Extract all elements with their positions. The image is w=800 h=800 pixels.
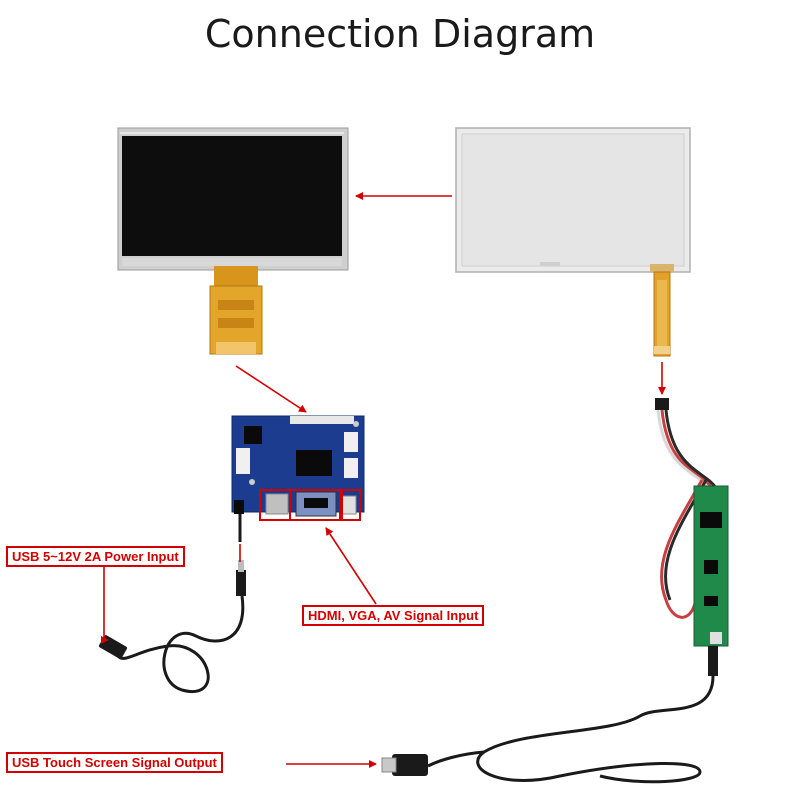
touch-controller-board: [693, 485, 729, 647]
touch-panel: [455, 127, 691, 273]
vga-port-highlight: [289, 489, 343, 521]
touch-ribbon-cable: [655, 398, 718, 619]
touch-flex-cable: [653, 271, 671, 357]
arrow-lcd-to-board: [235, 365, 307, 413]
lcd-display-panel: [117, 127, 349, 271]
av-port-highlight: [339, 489, 361, 521]
arrow-power: [101, 566, 109, 644]
power-input-label: USB 5~12V 2A Power Input: [6, 546, 185, 567]
diagram-title: Connection Diagram: [204, 12, 596, 56]
power-cable: [98, 514, 246, 694]
usb-output-label: USB Touch Screen Signal Output: [6, 752, 223, 773]
lcd-screen: [122, 136, 342, 256]
driver-board: [231, 415, 365, 517]
lcd-flex-cable: [209, 266, 263, 355]
usb-output-cable: [381, 646, 718, 784]
signal-input-label: HDMI, VGA, AV Signal Input: [302, 605, 485, 626]
arrow-signal-to-ports: [325, 527, 377, 605]
